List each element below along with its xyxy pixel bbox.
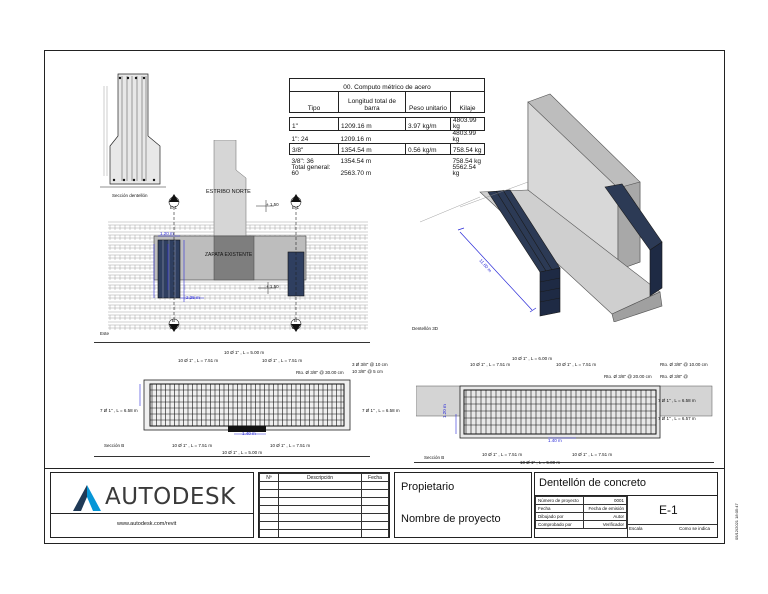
drawing-title: Dentellón de concreto — [539, 477, 647, 489]
table-row: 1": 24 1209.16 m 4803.99 kg — [291, 130, 477, 143]
logo-box: AUTODESK www.autodesk.com/revit — [50, 472, 254, 538]
level-mark-bottom: + 1.50 — [266, 284, 279, 289]
plan-view-title: Este — [100, 331, 110, 336]
sb2-bot3: 10 Ø 1" , L = 5.00 m — [520, 460, 561, 465]
owner-box: Propietario Nombre de proyecto — [394, 472, 532, 538]
marker-e1-1: E-1 — [170, 205, 178, 210]
section-dentellon-drawing — [100, 73, 166, 188]
view-3d-title: Dentellón 3D — [412, 326, 439, 331]
website: www.autodesk.com/revit — [117, 521, 177, 527]
sb-dim: 1.40 m — [242, 431, 256, 436]
sb2-top3: 10 Ø 1" , L = 7.51 m — [556, 362, 597, 367]
title-divider — [535, 495, 717, 496]
section-b-title: Sección B — [104, 443, 125, 448]
sb2-top2: 10 Ø 1" , L = 6.00 m — [512, 356, 553, 361]
section-b2-drawing — [415, 385, 713, 439]
rev-col-no: Nº — [259, 473, 279, 482]
view-3d — [400, 92, 710, 323]
rev-col-date: Fecha — [361, 473, 389, 482]
logo-divider — [51, 513, 253, 514]
marker-b-2: B — [294, 198, 298, 203]
marker-b-3: B — [172, 318, 176, 323]
sb2-stir1: Rto. Ø 3/8" @ 10.00 cm — [660, 362, 708, 367]
sb-right: 7 Ø 1" , L = 6.58 m — [362, 408, 400, 413]
plan-drawing — [108, 139, 368, 332]
owner: Propietario — [401, 481, 455, 493]
marker-b-4: B — [294, 318, 298, 323]
level-mark-top: + 1.50 — [266, 202, 279, 207]
table-row: 3/8": 36 1354.54 m 758.54 kg — [291, 158, 482, 165]
zapata-label: ZAPATA EXISTENTE — [205, 252, 253, 258]
divider-bottom-left — [94, 456, 370, 457]
revision-table: Nº Descripción Fecha — [258, 472, 390, 538]
scale-label: Escala — [629, 526, 643, 531]
sb-stir1: Rto. Ø 3/8" @ 30.00 cm — [296, 370, 344, 375]
section-b2-view — [415, 384, 716, 440]
number-divider — [627, 496, 628, 537]
plan-dim-2: 2.25 m — [186, 295, 200, 300]
sb2-right2: 7 Ø 1" , L = 6.57 m — [658, 416, 696, 421]
project-name: Nombre de proyecto — [401, 513, 501, 525]
date-stamp: 05/12/2021 18:05:47 — [734, 503, 739, 540]
sb2-bot2: 10 Ø 1" , L = 7.51 m — [572, 452, 613, 457]
col-length: Longitud total de barra — [338, 91, 406, 113]
table-row: 3/8" 1354.54 m 0.56 kg/m 758.54 kg — [289, 143, 485, 155]
sb-top1: 10 Ø 1" , L = 5.00 m — [224, 350, 265, 355]
section-b-drawing — [139, 379, 351, 435]
table-row: Total general: 60 2563.70 m 5562.54 kg — [291, 164, 477, 177]
table-row: 1" 1209.16 m 3.97 kg/m 4803.99 kg — [289, 117, 485, 131]
sb2-stir2: Rto. Ø 3/8" @ 20.00 cm — [604, 374, 652, 379]
section-dentellon-title: Sección dentellón — [112, 193, 148, 198]
sb2-top1: 10 Ø 1" , L = 7.51 m — [470, 362, 511, 367]
logo-text: AUTODESK — [105, 484, 236, 510]
sb-top2: 10 Ø 1" , L = 7.51 m — [178, 358, 219, 363]
plan-dim-1: 1.20 m — [160, 231, 174, 236]
sb2-dimv: 1.20 m — [442, 404, 447, 418]
marker-e1-3: E-1 — [170, 325, 178, 330]
plan-view — [108, 139, 378, 340]
sb-left: 7 Ø 1" , L = 6.58 m — [100, 408, 138, 413]
sheet-number: E-1 — [659, 503, 678, 517]
quantity-table: 00. Computo métrico de acero Tipo Longit… — [289, 78, 485, 177]
scale-value: Como se indica — [679, 526, 711, 531]
dentellon-3d-drawing — [419, 93, 663, 323]
divider-mid — [94, 342, 370, 343]
sb-bot3: 10 Ø 1" , L = 5.00 m — [222, 450, 263, 455]
quantity-table-title: 00. Computo métrico de acero — [289, 78, 485, 92]
sheet-frame — [44, 50, 725, 544]
col-kg: Kilaje — [450, 91, 485, 113]
section-dentellon-view — [98, 66, 168, 196]
col-type: Tipo — [289, 91, 339, 113]
sheet-info-box: Dentellón de concreto Número de proyecto… — [534, 472, 718, 538]
marker-e1-2: E-1 — [292, 205, 300, 210]
sb-top3: 10 Ø 1" , L = 7.51 m — [262, 358, 303, 363]
title-block-topline — [44, 468, 725, 469]
sb-stir2: 3 Ø 3/8" @ 10 cm — [352, 362, 388, 367]
sb2-bot1: 10 Ø 1" , L = 7.51 m — [482, 452, 523, 457]
divider-bottom-right — [414, 462, 714, 463]
section-b-view — [130, 376, 370, 438]
marker-e1-4: E-1 — [292, 325, 300, 330]
sb-bot1: 10 Ø 1" , L = 7.51 m — [172, 443, 213, 448]
sb2-right1: 7 Ø 1" , L = 6.58 m — [658, 398, 696, 403]
sb2-dim: 1.40 m — [548, 438, 562, 443]
autodesk-logo-icon — [73, 485, 101, 516]
scale-divider — [627, 524, 717, 525]
rev-col-desc: Descripción — [278, 473, 362, 482]
estribo-label: ESTRIBO NORTE — [206, 189, 251, 195]
sb-stir3: 10 3/8" @ 5 cm — [352, 369, 383, 374]
marker-b-1: B — [172, 198, 176, 203]
sb-bot2: 10 Ø 1" , L = 7.51 m — [270, 443, 311, 448]
section-b2-title: Sección B — [424, 455, 445, 460]
sb2-stir3: Rto. Ø 3/8" @ — [660, 374, 688, 379]
